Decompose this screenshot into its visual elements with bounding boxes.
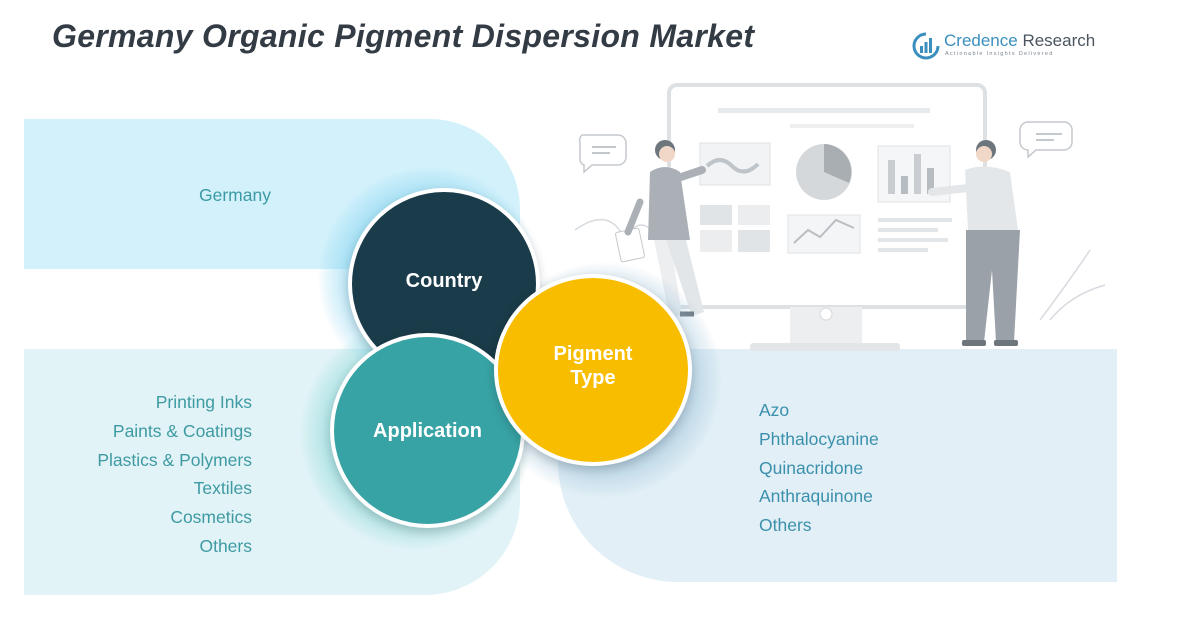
brand-logo: Credence Research Actionable Insights De… [912, 30, 1095, 62]
list-item: Printing Inks [155, 392, 252, 412]
application-label: Application [373, 419, 482, 442]
list-item: Anthraquinone [759, 486, 873, 507]
list-item: Others [759, 515, 812, 536]
list-item: Cosmetics [170, 507, 252, 528]
logo-tagline: Actionable Insights Delivered [945, 51, 1054, 57]
list-item: Azo [759, 400, 790, 420]
country-label: Country [405, 270, 483, 292]
credence-logo-icon [912, 32, 940, 60]
logo-name-part2: Research [1022, 31, 1096, 50]
application-circle: Application [330, 333, 525, 528]
list-item: Others [199, 535, 252, 556]
pigment-type-label: Pigment Type [553, 343, 633, 389]
list-item: Textiles [193, 478, 252, 499]
country-items-list: Germany [199, 181, 271, 210]
pigment-type-circle: Pigment Type [494, 274, 692, 466]
logo-name-part1: Credence [944, 31, 1018, 50]
list-item: Quinacridone [759, 457, 864, 478]
list-item: Germany [199, 185, 271, 205]
pigment-type-items-list: Azo Phthalocyanine Quinacridone Anthraqu… [759, 396, 879, 540]
list-item: Paints & Coatings [112, 420, 252, 441]
list-item: Plastics & Polymers [97, 449, 252, 470]
logo-name: Credence Research [944, 31, 1095, 51]
list-item: Phthalocyanine [759, 428, 879, 449]
application-items-list: Printing Inks Paints & Coatings Plastics… [97, 388, 252, 561]
page-title: Germany Organic Pigment Dispersion Marke… [52, 18, 755, 54]
presentation-dashboard-icon [574, 83, 1106, 351]
